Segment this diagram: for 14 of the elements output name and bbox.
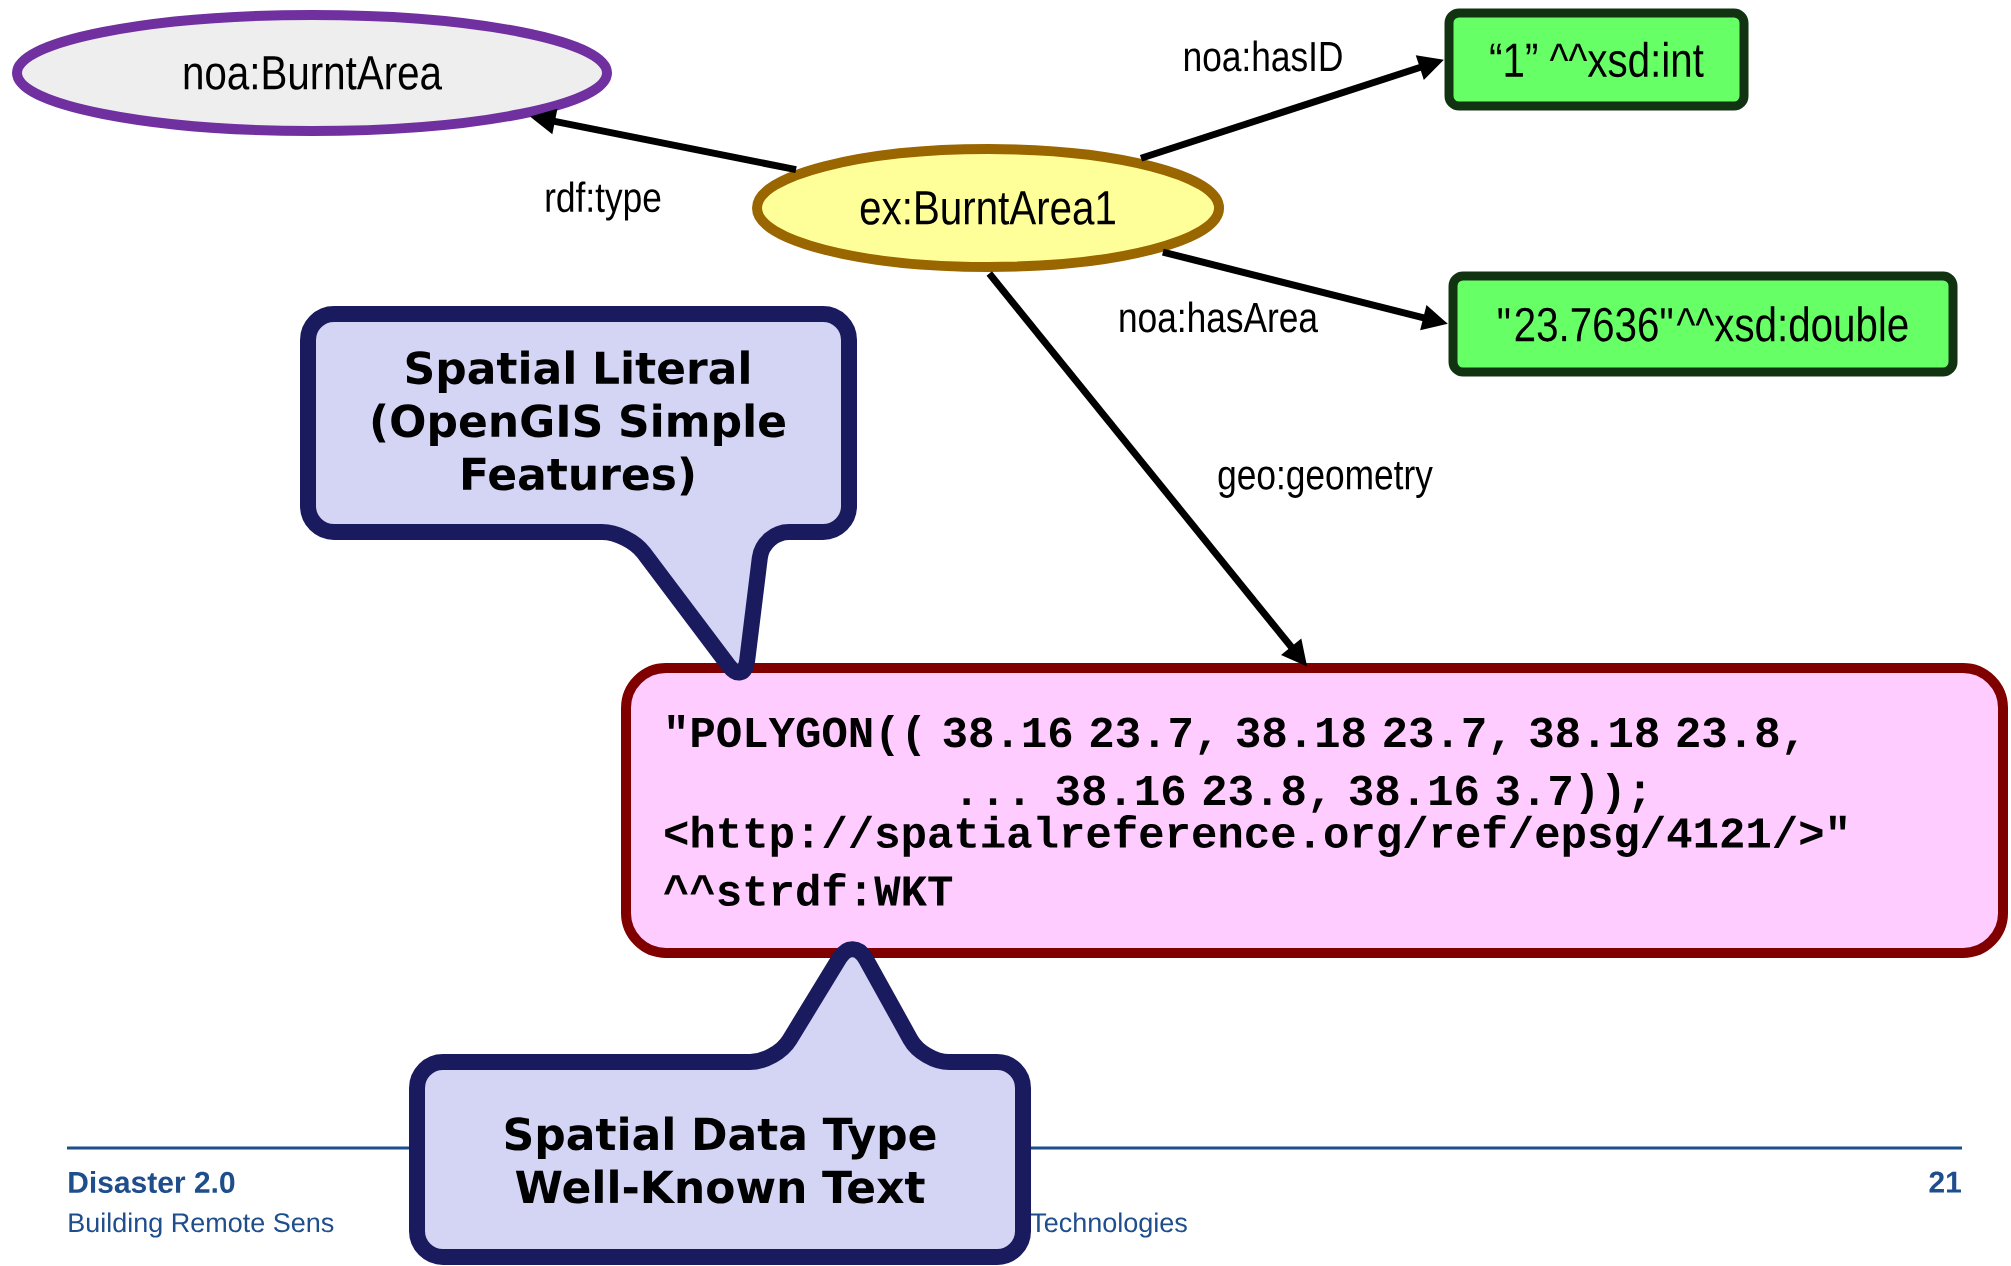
literal-box: “1” ^^xsd:int [1444, 8, 1749, 111]
edge-label: noa:hasArea [1120, 301, 1318, 333]
edge-label: noa:hasID [1184, 40, 1342, 72]
footer-title: Disaster 2.0 [69, 1171, 235, 1193]
ellipse-node: noa:BurntArea [12, 10, 612, 136]
footer-subtitle: Building Remote Sens [69, 1212, 334, 1238]
literal-box: "23.7636"^^xsd:double [1448, 271, 1958, 377]
edge-label: rdf:type [546, 181, 661, 221]
edge-label: geo:geometry [1218, 462, 1433, 498]
code-box: "POLYGON(( 38.16 23.7, 38.18 23.7, 38.18 23.8, ... 38.16 23.8, 38.16 3.7)); <http://spatialreference.org/ref/epsg/4121/>" ^^strdf:WKT [621, 663, 2008, 958]
ellipse-node: ex:BurntArea1 [752, 144, 1224, 272]
speech-bubble: Spatial Data Type Well-Known Text [409, 941, 1031, 1265]
speech-bubble: Spatial Literal (OpenGIS Simple Features) [300, 306, 857, 681]
page-number: 21 [1929, 1171, 1961, 1193]
